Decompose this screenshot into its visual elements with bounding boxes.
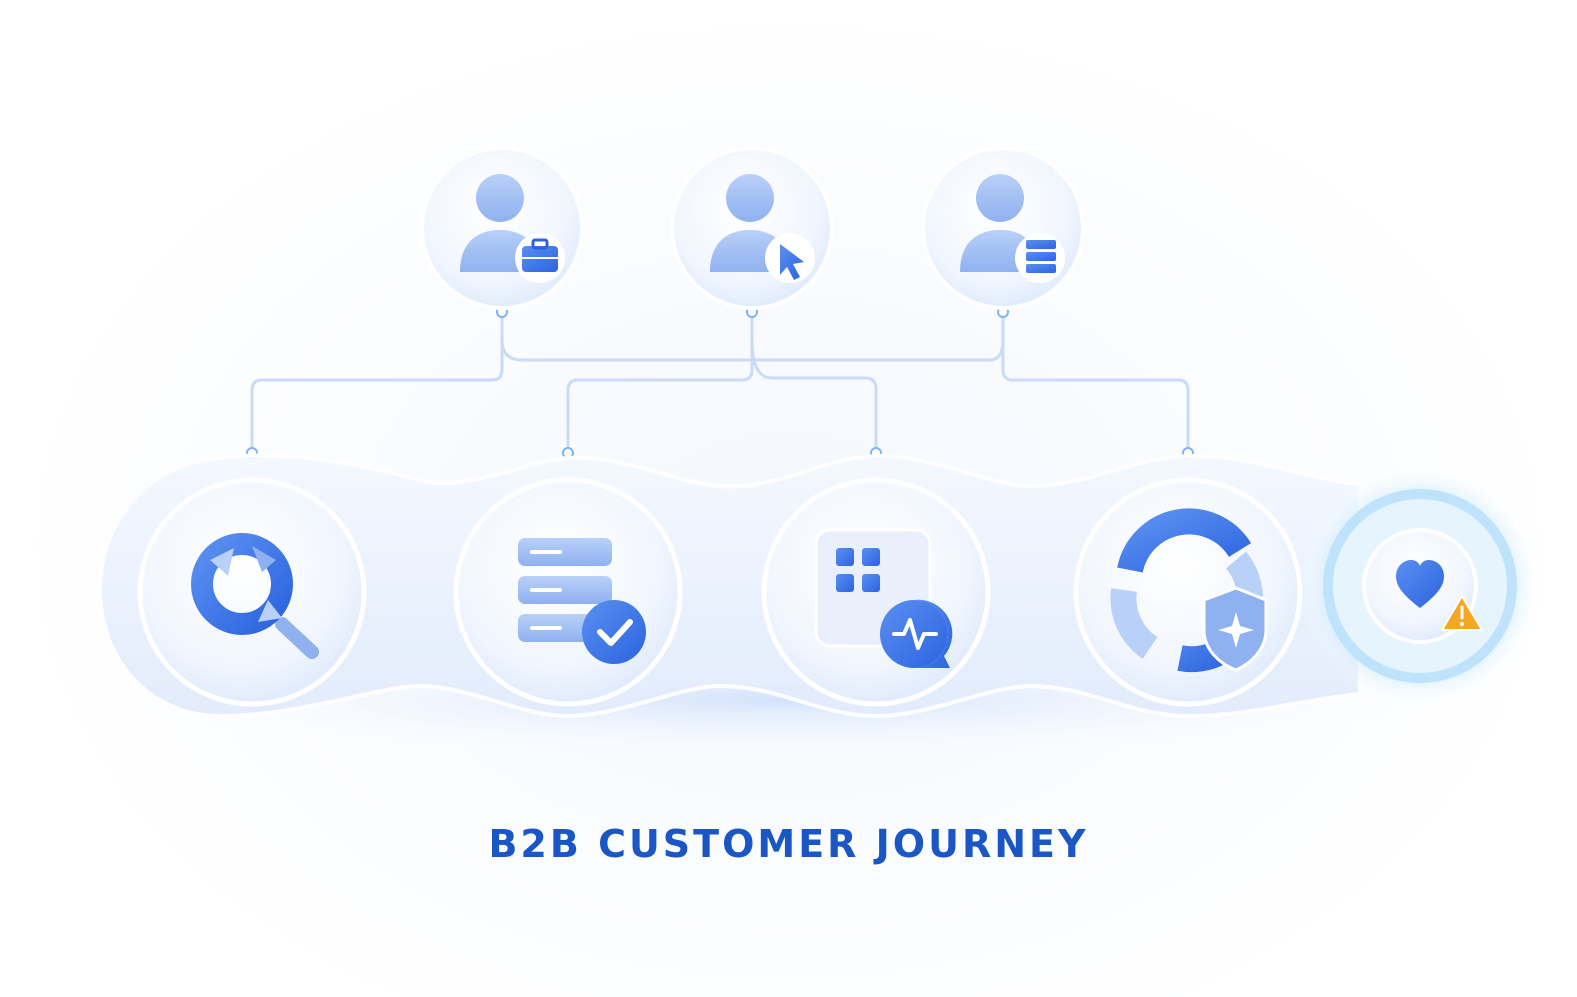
heart-warning-icon bbox=[1298, 464, 1542, 708]
connector-lines bbox=[250, 312, 1190, 452]
server-check-icon bbox=[518, 538, 646, 664]
user-cursor-icon bbox=[710, 174, 815, 283]
connector-dots bbox=[246, 306, 1194, 459]
journey-band bbox=[97, 453, 1362, 719]
magnifier-search-icon bbox=[191, 533, 319, 659]
cycle-shield-icon bbox=[1110, 508, 1268, 673]
dashboard-pulse-icon bbox=[814, 528, 953, 668]
user-briefcase-icon bbox=[460, 174, 565, 283]
diagram-title: B2B CUSTOMER JOURNEY bbox=[488, 822, 1089, 866]
user-server-icon bbox=[960, 174, 1065, 283]
persona-discs bbox=[420, 146, 1085, 310]
